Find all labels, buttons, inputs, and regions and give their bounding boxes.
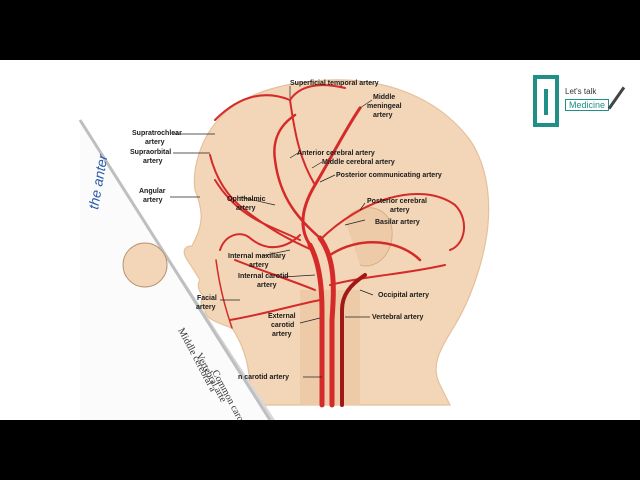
label-posterior-communicating-artery: Posterior communicating artery	[336, 172, 442, 179]
label-common-carotid-artery: n carotid artery	[238, 374, 289, 381]
label-internal-maxillary-artery-2: artery	[249, 262, 269, 269]
label-supraorbital-artery-1: Supraorbital	[130, 149, 171, 156]
label-middle-meningeal-artery-1: Middle	[373, 94, 395, 101]
label-supraorbital-artery-2: artery	[143, 158, 163, 165]
label-external-carotid-artery-1: External	[268, 313, 296, 320]
label-external-carotid-artery-2: carotid	[271, 322, 294, 329]
label-supratrochlear-artery-2: artery	[145, 139, 165, 146]
page-curl-figure	[123, 243, 167, 287]
label-superficial-temporal-artery: Superficial temporal artery	[290, 80, 379, 87]
label-facial-artery-1: Facial	[197, 295, 217, 302]
label-external-carotid-artery-3: artery	[272, 331, 292, 338]
label-middle-meningeal-artery-2: meningeal	[367, 103, 402, 110]
label-ophthalmic-artery-1: Ophthalmic	[227, 196, 266, 203]
label-internal-carotid-artery-2: artery	[257, 282, 277, 289]
logo-line-2: Medicine	[565, 99, 609, 111]
label-vertebral-artery: Vertebral artery	[372, 314, 423, 321]
label-middle-cerebral-artery: Middle cerebral artery	[322, 159, 395, 166]
label-posterior-cerebral-artery-1: Posterior cerebral	[367, 198, 427, 205]
logo-line-1: Let's talk	[565, 87, 596, 96]
label-anterior-cerebral-artery: Anterior cerebral artery	[297, 150, 375, 157]
label-posterior-cerebral-artery-2: artery	[390, 207, 410, 214]
label-ophthalmic-artery-2: artery	[236, 205, 256, 212]
label-supratrochlear-artery-1: Supratrochlear	[132, 130, 182, 137]
video-frame: the anter Middle cerebral a Vertebral ar…	[0, 60, 640, 420]
label-internal-maxillary-artery-1: Internal maxillary	[228, 253, 286, 260]
label-middle-meningeal-artery-3: artery	[373, 112, 393, 119]
label-internal-carotid-artery-1: Internal carotid	[238, 273, 289, 280]
label-facial-artery-2: artery	[196, 304, 216, 311]
channel-logo: Let's talk Medicine	[533, 73, 629, 129]
label-angular-artery-2: artery	[143, 197, 163, 204]
label-occipital-artery: Occipital artery	[378, 292, 429, 299]
label-angular-artery-1: Angular	[139, 188, 166, 195]
label-basilar-artery: Basilar artery	[375, 219, 420, 226]
logo-mark	[533, 75, 559, 127]
pen-icon	[608, 86, 625, 109]
